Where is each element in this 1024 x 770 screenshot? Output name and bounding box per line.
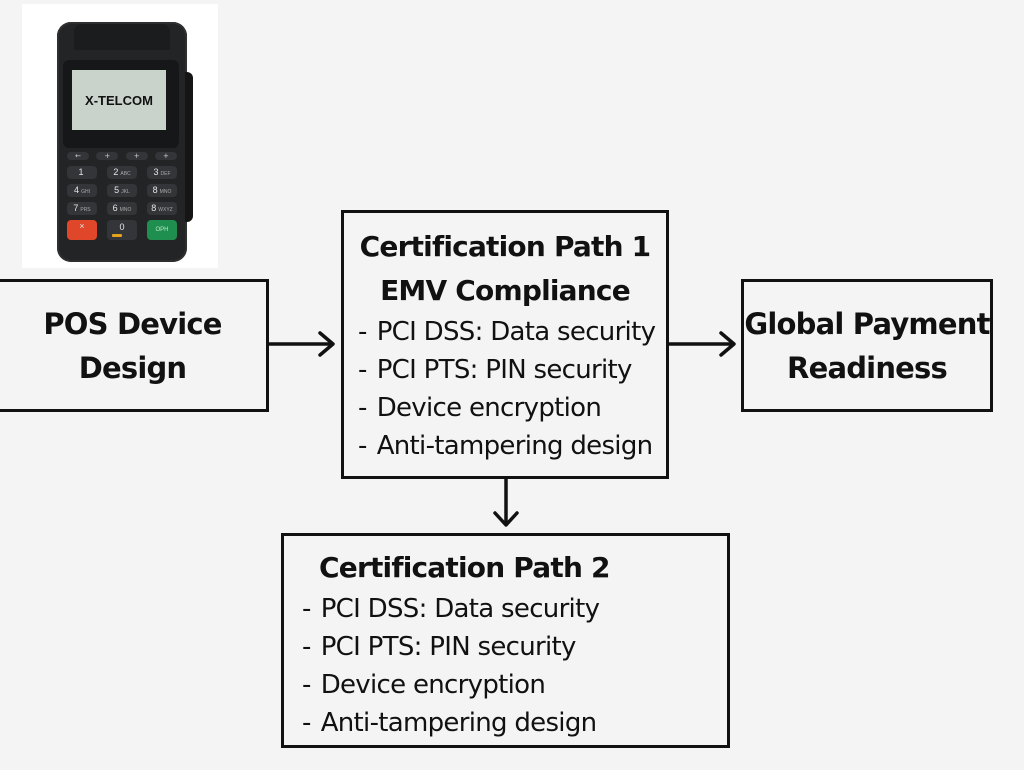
key-letters: MNO: [159, 189, 172, 195]
item-text: Device encryption: [320, 670, 546, 700]
node-pos-device-design: POS Device Design: [0, 279, 269, 412]
key-letters: JKL: [121, 189, 130, 195]
item-text: PCI PTS: PIN security: [320, 632, 577, 662]
cancel-key-label: ×: [79, 221, 85, 231]
key-digit: 7: [73, 203, 79, 213]
key-digit: 5: [114, 185, 120, 195]
terminal-screen: X-TELCOM: [72, 70, 166, 130]
cert2-item: -Anti-tampering design: [302, 704, 727, 742]
nav-key: +: [125, 152, 148, 160]
bullet: -: [358, 317, 367, 347]
key-letters: MNO: [119, 207, 132, 213]
bullet: -: [302, 708, 311, 738]
item-text: Device encryption: [376, 393, 602, 423]
node-label-line: Design: [78, 350, 187, 385]
nav-key-row: ← + + +: [67, 152, 177, 160]
node-certification-path-2: Certification Path 2 -PCI DSS: Data secu…: [281, 533, 730, 748]
zero-key-indicator: [112, 234, 122, 237]
arrow-cert1-to-cert2: [493, 476, 519, 527]
item-text: PCI DSS: Data security: [376, 317, 656, 347]
key-digit: 0: [119, 222, 125, 232]
key-letters: ABC: [120, 171, 131, 177]
cert2-item: -PCI DSS: Data security: [302, 590, 727, 628]
card-slot: [185, 72, 193, 222]
cancel-key: ×: [67, 220, 97, 240]
cert1-item: -Anti-tampering design: [358, 427, 666, 465]
key-row-bottom: × 0 OPH: [67, 220, 177, 240]
node-label-line: Global Payment: [744, 306, 990, 341]
key-digit: 6: [112, 203, 118, 213]
bullet: -: [302, 594, 311, 624]
cert2-item: -Device encryption: [302, 666, 727, 704]
key-letters: DEF: [160, 171, 171, 177]
item-text: Anti-tampering design: [376, 431, 653, 461]
bullet: -: [358, 355, 367, 385]
key-digit: 1: [78, 167, 84, 177]
cert1-item: -PCI DSS: Data security: [358, 313, 666, 351]
keypad-key: 1: [67, 166, 97, 179]
printer-slot: [74, 24, 170, 50]
bullet: -: [358, 431, 367, 461]
nav-key: +: [96, 152, 119, 160]
zero-key: 0: [107, 220, 137, 240]
ok-key: OPH: [147, 220, 177, 240]
key-digit: 8: [152, 185, 158, 195]
key-letters: WXYZ: [158, 207, 173, 213]
node-certification-path-1: Certification Path 1 EMV Compliance -PCI…: [341, 210, 669, 479]
key-digit: 8: [151, 203, 157, 213]
arrow-cert1-to-global: [666, 331, 736, 357]
cert2-title: Certification Path 2: [319, 551, 611, 584]
key-letters: PRS: [80, 207, 91, 213]
bullet: -: [358, 393, 367, 423]
ok-key-label: OPH: [155, 227, 169, 233]
item-text: PCI DSS: Data security: [320, 594, 600, 624]
nav-key: +: [154, 152, 177, 160]
key-digit: 4: [74, 185, 80, 195]
cert1-title: Certification Path 1: [359, 230, 652, 263]
item-text: PCI PTS: PIN security: [376, 355, 633, 385]
cert1-item: -Device encryption: [358, 389, 666, 427]
node-global-payment-readiness: Global Payment Readiness: [741, 279, 993, 412]
key-digit: 2: [113, 167, 119, 177]
cert1-item: -PCI PTS: PIN security: [358, 351, 666, 389]
cert2-item: -PCI PTS: PIN security: [302, 628, 727, 666]
node-label-line: Readiness: [787, 350, 948, 385]
screen-brand-text: X-TELCOM: [85, 92, 153, 108]
arrow-pos-to-cert1: [266, 331, 335, 357]
key-digit: 3: [153, 167, 159, 177]
node-label-line: POS Device: [43, 306, 222, 341]
bullet: -: [302, 670, 311, 700]
item-text: Anti-tampering design: [320, 708, 597, 738]
key-letters: GHI: [81, 189, 90, 195]
cert1-subtitle: EMV Compliance: [380, 274, 631, 307]
nav-key: ←: [67, 152, 89, 160]
bullet: -: [302, 632, 311, 662]
